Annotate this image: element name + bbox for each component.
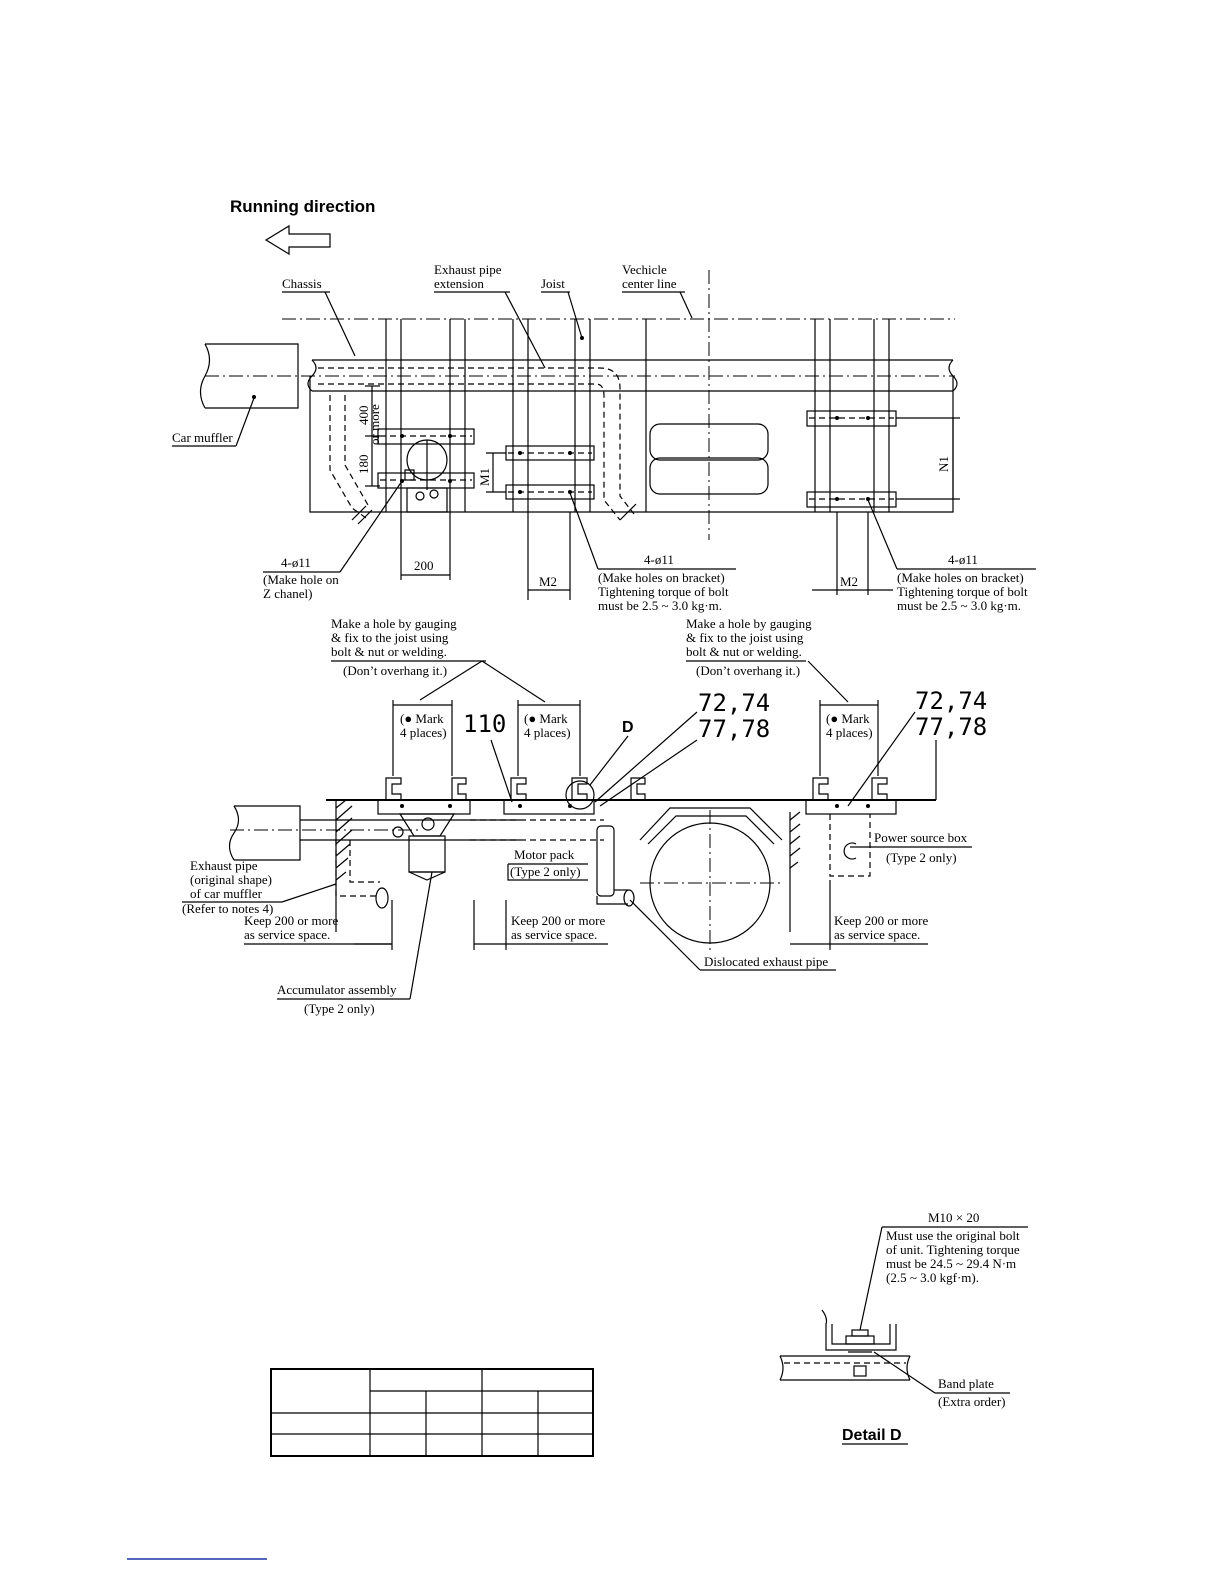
mark-3-label-a: (● Mark	[826, 711, 870, 726]
gauge-a-label-4: (Don’t overhang it.)	[343, 663, 447, 678]
dim-n1-label: N1	[936, 456, 951, 472]
gauge-a-label-2: & fix to the joist using	[331, 630, 449, 645]
holes-z-label-2: (Make hole on	[263, 572, 339, 587]
holes-z-label-1: 4-ø11	[281, 555, 311, 570]
gauge-a-label-3: bolt & nut or welding.	[331, 644, 447, 659]
detail-d-marker: D	[622, 719, 634, 736]
keep-a-label-2: as service space.	[244, 927, 330, 942]
part-number-a-1: 72,74	[698, 689, 770, 717]
mark-2-label-b: 4 places)	[524, 725, 571, 740]
motor-pack-label-1: Motor pack	[514, 847, 575, 862]
holes-bracket-b-label-3: Tightening torque of bolt	[897, 584, 1028, 599]
vehicle-center-label-1: Vechicle	[622, 262, 667, 277]
gauge-a-label-1: Make a hole by gauging	[331, 616, 457, 631]
part-number-b-2: 77,78	[915, 713, 987, 741]
mark-1-label-a: (● Mark	[400, 711, 444, 726]
car-muffler-label: Car muffler	[172, 430, 233, 445]
holes-bracket-a-label-4: must be 2.5 ~ 3.0 kg·m.	[598, 598, 722, 613]
gauge-b-label-3: bolt & nut or welding.	[686, 644, 802, 659]
detail-note-1: Must use the original bolt	[886, 1228, 1020, 1243]
part-number-a-2: 77,78	[698, 715, 770, 743]
detail-note-3: must be 24.5 ~ 29.4 N·m	[886, 1256, 1016, 1271]
exhaust-orig-label-3: of car muffler	[190, 886, 263, 901]
c-channels	[385, 777, 888, 800]
detail-band-label-1: Band plate	[938, 1376, 994, 1391]
exhaust-ext-label-2: extension	[434, 276, 484, 291]
dim-180-label: 180	[356, 455, 371, 475]
brackets-middle	[505, 445, 595, 500]
exhaust-orig-label-1: Exhaust pipe	[190, 858, 258, 873]
keep-b-label-2: as service space.	[511, 927, 597, 942]
brackets-left	[377, 428, 475, 513]
exhaust-orig-label-2: (original shape)	[190, 872, 272, 887]
keep-c-label-2: as service space.	[834, 927, 920, 942]
dimension-table	[270, 1368, 594, 1457]
mark-1-label-b: 4 places)	[400, 725, 447, 740]
accumulator-label-1: Accumulator assembly	[277, 982, 397, 997]
gauge-b-label-2: & fix to the joist using	[686, 630, 804, 645]
detail-title: Detail D	[842, 1427, 902, 1444]
brackets-right	[806, 410, 897, 508]
detail-bolt-label: M10 × 20	[928, 1210, 979, 1225]
gauge-b-label-4: (Don’t overhang it.)	[696, 663, 800, 678]
joist-label: Joist	[541, 276, 565, 291]
top-view: Chassis Exhaust pipe extension Joist Vec…	[172, 262, 1036, 613]
part-number-b-1: 72,74	[915, 687, 987, 715]
holes-bracket-b-label-4: must be 2.5 ~ 3.0 kg·m.	[897, 598, 1021, 613]
detail-d: M10 × 20 Must use the original bolt of u…	[779, 1210, 1028, 1445]
part-number-110: 110	[463, 710, 506, 738]
power-box-label-1: Power source box	[874, 830, 968, 845]
detail-note-4: (2.5 ~ 3.0 kgf·m).	[886, 1270, 979, 1285]
exhaust-ext-label-1: Exhaust pipe	[434, 262, 502, 277]
holes-bracket-a-label-2: (Make holes on bracket)	[598, 570, 725, 585]
holes-bracket-b-label-2: (Make holes on bracket)	[897, 570, 1024, 585]
keep-a-label-1: Keep 200 or more	[244, 913, 338, 928]
holes-z-label-3: Z chanel)	[263, 586, 312, 601]
motor-pack-label-2: (Type 2 only)	[510, 864, 581, 879]
joists	[385, 319, 890, 512]
dim-m1-label: M1	[477, 468, 492, 486]
holes-bracket-a-label-1: 4-ø11	[644, 552, 674, 567]
running-direction-label: Running direction	[230, 197, 375, 216]
detail-band-label-2: (Extra order)	[938, 1394, 1006, 1409]
chassis-label: Chassis	[282, 276, 322, 291]
dislocated-pipe-label: Dislocated exhaust pipe	[704, 954, 828, 969]
gauge-b-label-1: Make a hole by gauging	[686, 616, 812, 631]
mark-3-label-b: 4 places)	[826, 725, 873, 740]
dim-m2-b-label: M2	[840, 574, 858, 589]
dim-m2-a-label: M2	[539, 574, 557, 589]
dim-or-more-label: or more	[367, 404, 382, 445]
holes-bracket-b-label-1: 4-ø11	[948, 552, 978, 567]
running-direction-arrow-icon	[264, 224, 331, 256]
vehicle-center-label-2: center line	[622, 276, 677, 291]
accumulator-label-2: (Type 2 only)	[304, 1001, 375, 1016]
side-view: Make a hole by gauging & fix to the jois…	[182, 616, 987, 1016]
exhaust-orig-label-4: (Refer to notes 4)	[182, 901, 273, 916]
dim-400-label: 400	[356, 406, 371, 426]
dim-200-label: 200	[414, 558, 434, 573]
power-box-label-2: (Type 2 only)	[886, 850, 957, 865]
holes-bracket-a-label-3: Tightening torque of bolt	[598, 584, 729, 599]
keep-b-label-1: Keep 200 or more	[511, 913, 605, 928]
mark-2-label-a: (● Mark	[524, 711, 568, 726]
keep-c-label-1: Keep 200 or more	[834, 913, 928, 928]
detail-note-2: of unit. Tightening torque	[886, 1242, 1020, 1257]
